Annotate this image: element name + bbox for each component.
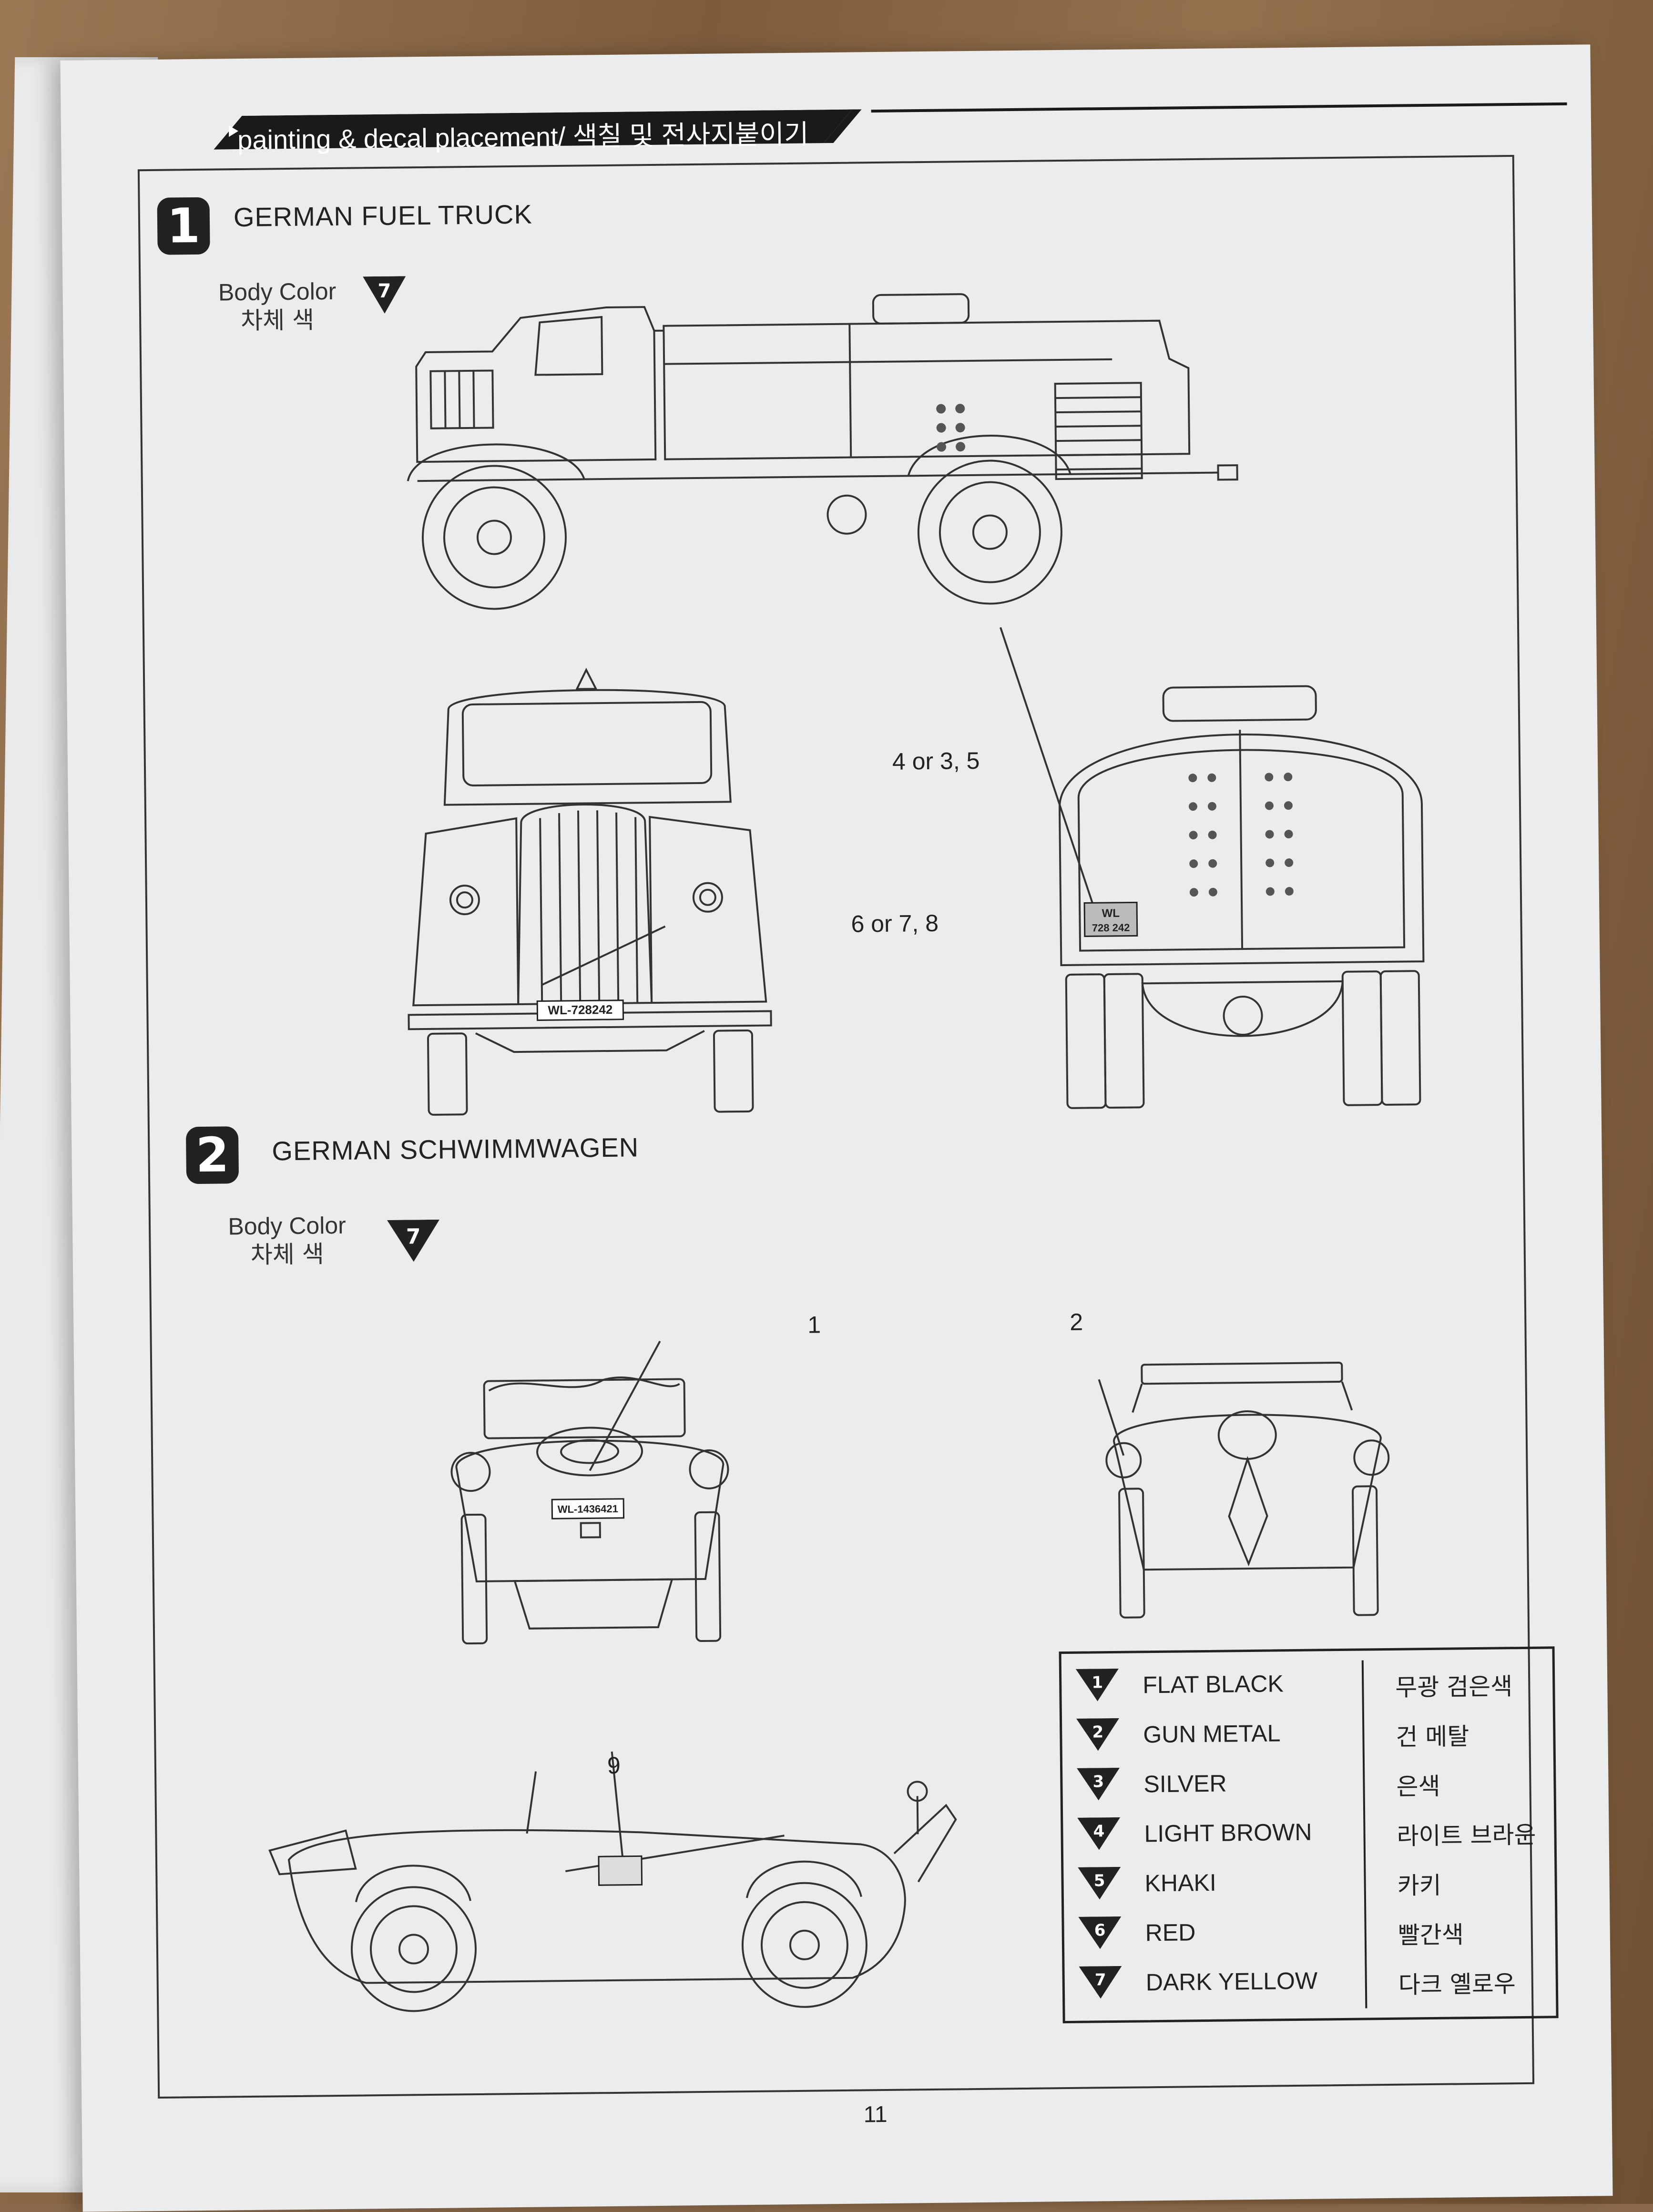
svg-text:6: 6 [1094,1921,1106,1940]
color-code-badge: 6 [1078,1916,1122,1950]
instruction-page: painting & decal placement/ 색칠 및 전사지붙이기 … [60,44,1612,2212]
svg-text:4: 4 [1093,1822,1104,1841]
legend-color-name-en: KHAKI [1144,1869,1216,1897]
fuel-truck-rear-view: WL 728 242 [1039,680,1444,1116]
legend-row: 7 DARK YELLOW 다크 옐로우 [1074,1956,1551,2010]
body-color-label-ko: 차체 색 [215,1240,359,1270]
body-color-label-en: Body Color [205,277,349,307]
legend-color-name-en: RED [1145,1918,1195,1947]
legend-color-name-ko: 건 메탈 [1396,1717,1469,1753]
fuel-truck-front-view: WL-728242 [396,658,801,1122]
body-color-label-en: Body Color [215,1211,359,1241]
svg-text:5: 5 [1094,1871,1105,1890]
legend-color-name-ko: 무광 검은색 [1395,1667,1513,1703]
rear-plate-line2: 728 242 [1092,922,1130,934]
legend-color-name-ko: 카키 [1397,1866,1441,1901]
legend-row: 4 LIGHT BROWN 라이트 브라운 [1072,1807,1550,1861]
legend-color-name-ko: 라이트 브라운 [1397,1816,1536,1852]
legend-row: 1 FLAT BLACK 무광 검은색 [1071,1658,1548,1713]
legend-color-name-en: LIGHT BROWN [1144,1818,1312,1848]
section-1-body-color: Body Color 차체 색 [205,277,349,336]
callout-schwimmwagen-side: 9 [607,1752,621,1779]
legend-row: 6 RED 빨간색 [1073,1906,1551,1960]
legend-color-name-ko: 빨간색 [1398,1916,1464,1950]
color-code-badge: 7 [1079,1966,1122,2000]
section-2-color-badge: 7 [387,1220,440,1265]
legend-row: 3 SILVER 은색 [1072,1757,1549,1812]
schwimmwagen-side-view [260,1785,1035,2063]
svg-text:3: 3 [1092,1772,1104,1791]
legend-color-name-ko: 다크 옐로우 [1398,1965,1516,2000]
callout-schwimmwagen-rear: 2 [1070,1308,1083,1336]
section-1-title: GERMAN FUEL TRUCK [234,199,533,233]
section-2-number: 2 [186,1126,239,1184]
svg-text:2: 2 [1092,1723,1103,1742]
body-color-label-ko: 차체 색 [206,306,349,336]
page-number: 11 [863,2101,887,2128]
color-code-badge: 3 [1077,1768,1120,1802]
badge-code: 7 [378,280,391,302]
svg-text:7: 7 [1095,1970,1106,1989]
legend-color-name-en: FLAT BLACK [1143,1670,1284,1699]
legend-color-name-ko: 은색 [1396,1767,1440,1802]
svg-text:1: 1 [1092,1673,1103,1692]
page-header: painting & decal placement/ 색칠 및 전사지붙이기 [185,102,1568,150]
color-code-badge: 1 [1076,1669,1119,1702]
schwimmwagen-front-plate-text: WL-1436421 [558,1503,618,1515]
fuel-truck-side-view [396,261,1401,655]
section-1-number: 1 [157,197,210,255]
section-2-body-color: Body Color 차체 색 [215,1211,359,1270]
schwimmwagen-rear-view [1103,1362,1392,1634]
legend-row: 5 KHAKI 카키 [1073,1856,1550,1911]
rear-plate-line1: WL [1102,907,1120,920]
color-legend-table: 1 FLAT BLACK 무광 검은색 2 GUN METAL 건 메탈 3 S… [1059,1646,1559,2023]
legend-color-name-en: GUN METAL [1143,1719,1281,1748]
legend-color-name-en: SILVER [1143,1770,1227,1798]
header-title: painting & decal placement/ 색칠 및 전사지붙이기 [237,113,809,158]
callout-front-plate: 6 or 7, 8 [851,909,939,938]
color-code-badge: 5 [1078,1867,1121,1901]
badge-code: 7 [406,1224,421,1249]
section-2-title: GERMAN SCHWIMMWAGEN [272,1131,639,1166]
callout-rear-plate: 4 or 3, 5 [892,747,980,775]
color-code-badge: 4 [1077,1817,1121,1851]
color-code-badge: 2 [1076,1718,1120,1752]
legend-row: 2 GUN METAL 건 메탈 [1071,1708,1549,1762]
callout-schwimmwagen-front: 1 [807,1311,821,1338]
front-plate-text: WL-728242 [548,1002,612,1017]
legend-color-name-en: DARK YELLOW [1146,1967,1318,1997]
schwimmwagen-front-view: WL-1436421 [446,1359,745,1660]
